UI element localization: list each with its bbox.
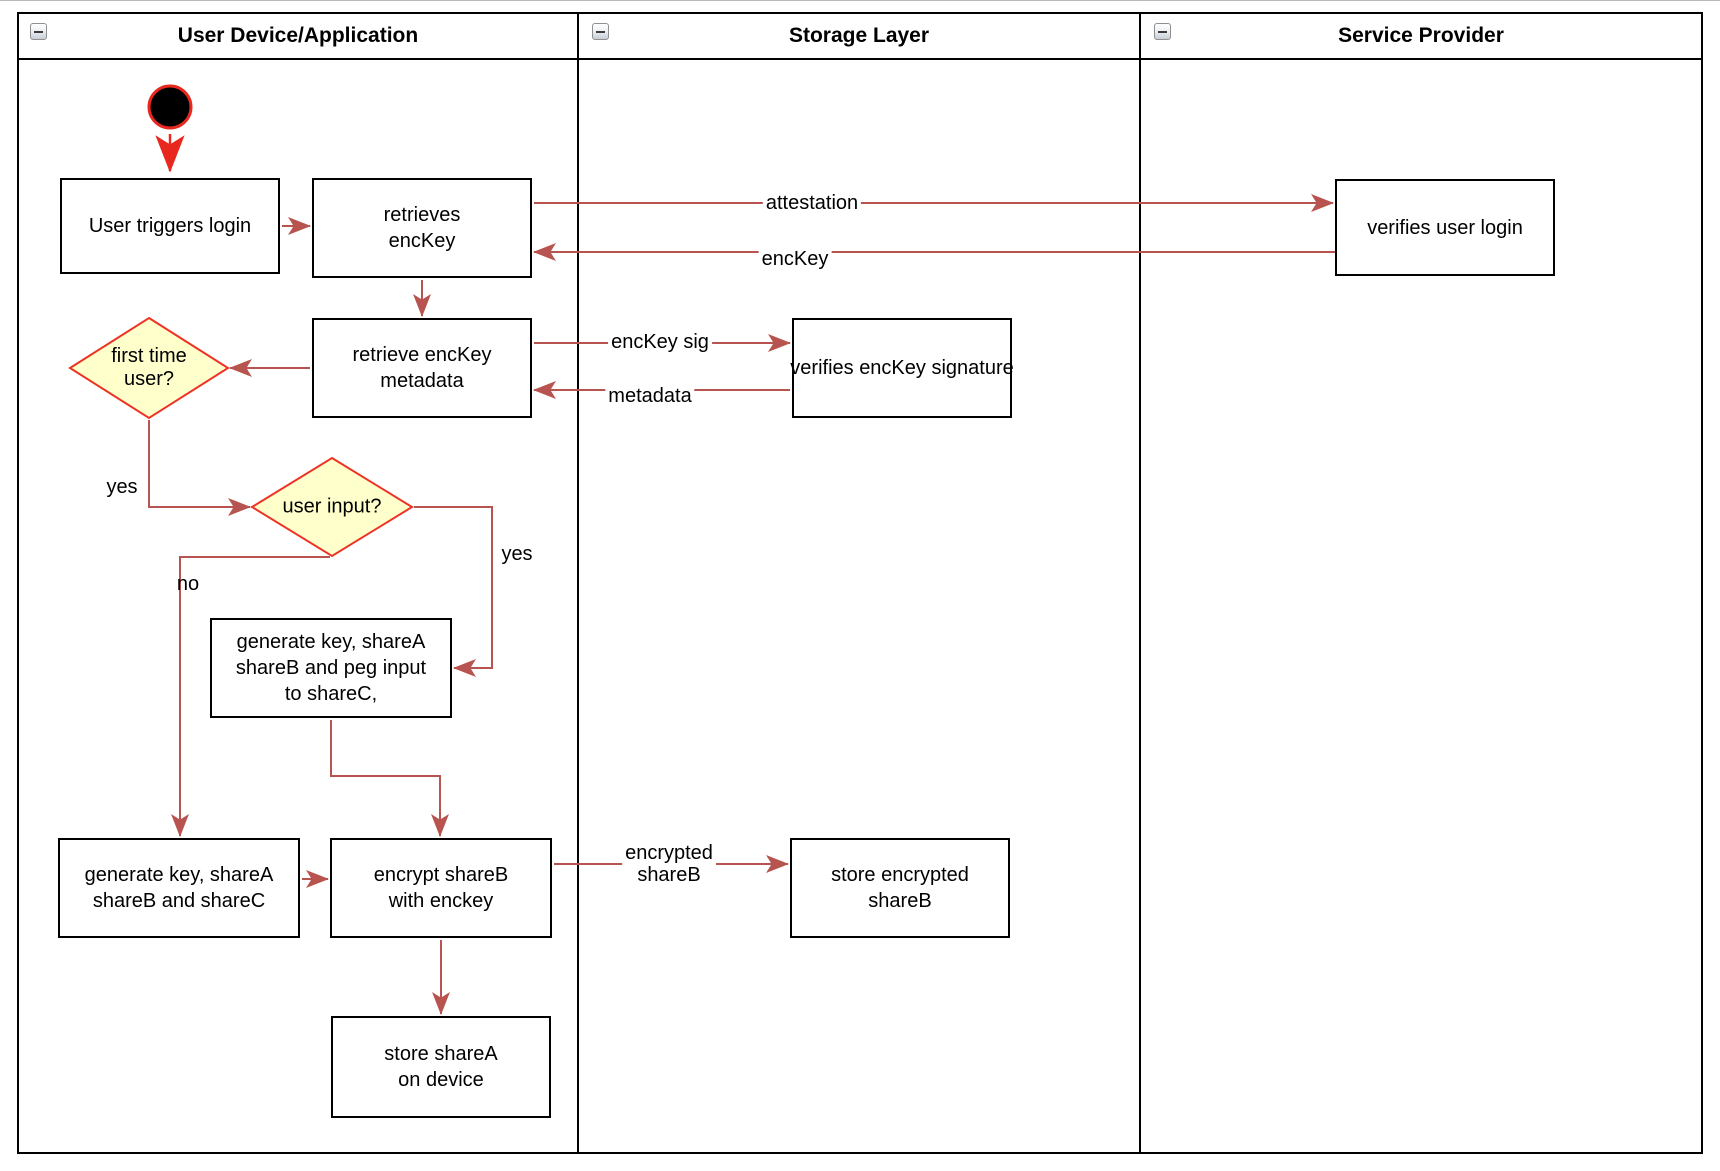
- edge-label-metadata: metadata: [605, 385, 695, 407]
- edge-label-enckey-sig: encKey sig: [608, 331, 712, 353]
- edge-label-no-user-input: no: [176, 573, 200, 595]
- decision-label-user-input: user input?: [282, 495, 382, 518]
- lane-title-user-device: User Device/Application: [177, 24, 419, 47]
- edge-userinput-no: [171, 556, 330, 837]
- node-store-encrypted-shareb[interactable]: store encrypted shareB: [790, 838, 1010, 938]
- decision-label-first-time-user: first time user?: [111, 345, 187, 390]
- node-retrieve-enckey-metadata[interactable]: retrieve encKey metadata: [312, 318, 532, 418]
- edge-label-attestation: attestation: [762, 192, 862, 214]
- collapse-button-user-device[interactable]: [30, 23, 47, 40]
- collapse-button-storage-layer[interactable]: [592, 23, 609, 40]
- node-user-triggers-login[interactable]: User triggers login: [60, 178, 280, 274]
- edge-label-yes-first-time: yes: [106, 476, 138, 498]
- minus-icon: [34, 30, 43, 33]
- node-generate-key-peg-input[interactable]: generate key, shareA shareB and peg inpu…: [210, 618, 452, 718]
- lane-title-service-provider: Service Provider: [1338, 24, 1504, 47]
- edge-userinput-yes: [414, 506, 493, 677]
- node-generate-key-sharec[interactable]: generate key, shareA shareB and shareC: [58, 838, 300, 938]
- lane-title-storage-layer: Storage Layer: [788, 24, 930, 47]
- minus-icon: [1158, 30, 1167, 33]
- node-verifies-enckey-signature[interactable]: verifies encKey signature: [790, 318, 1014, 418]
- collapse-button-service-provider[interactable]: [1154, 23, 1171, 40]
- decision-user-input[interactable]: [250, 456, 414, 558]
- node-verifies-user-login[interactable]: verifies user login: [1335, 179, 1555, 276]
- edge-firsttime-yes: [148, 420, 251, 516]
- node-store-sharea-device[interactable]: store shareA on device: [331, 1016, 551, 1118]
- edge-label-enckey: encKey: [758, 248, 832, 270]
- edge-peg-to-encrypt: [330, 720, 449, 837]
- edge-label-yes-user-input: yes: [501, 543, 533, 565]
- node-encrypt-shareb[interactable]: encrypt shareB with enckey: [330, 838, 552, 938]
- start-node[interactable]: [147, 84, 193, 130]
- node-retrieves-enckey[interactable]: retrieves encKey: [312, 178, 532, 278]
- edge-label-encrypted-shareb: encrypted shareB: [622, 842, 716, 886]
- minus-icon: [596, 30, 605, 33]
- decision-first-time-user[interactable]: [68, 316, 230, 420]
